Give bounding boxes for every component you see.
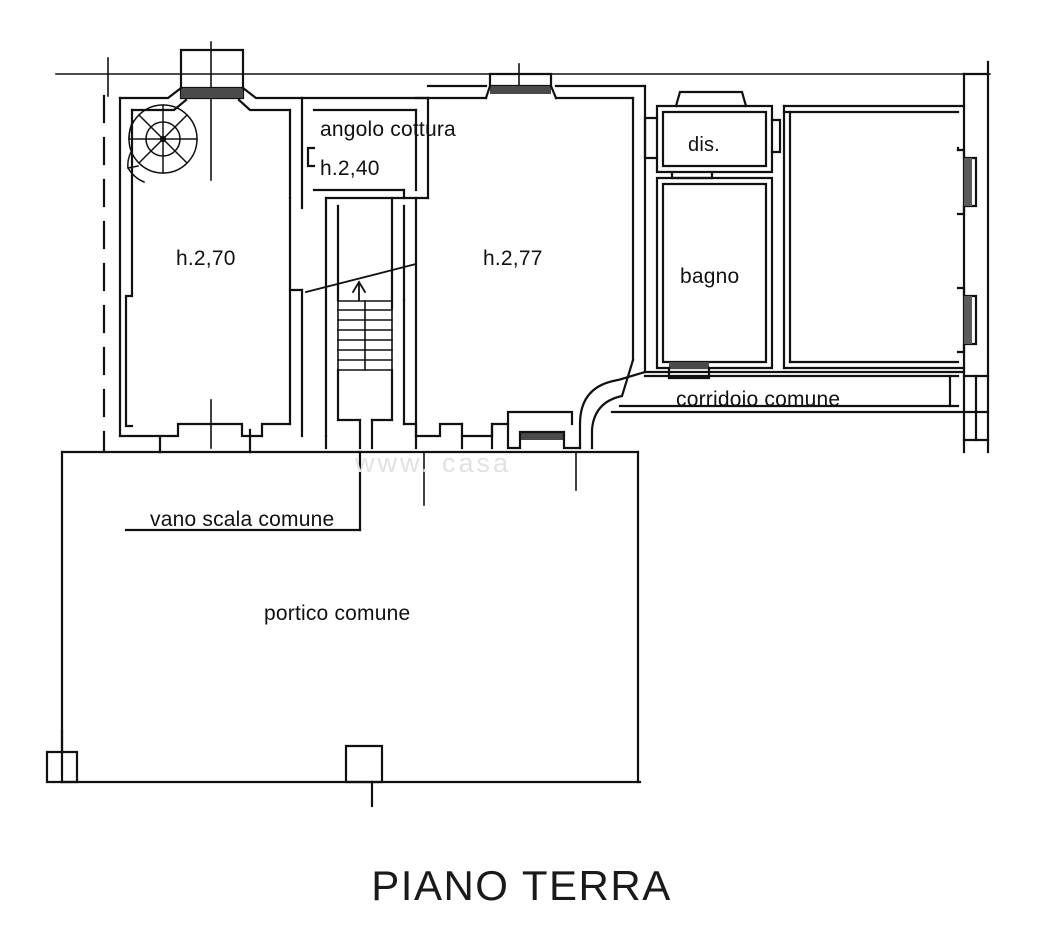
room-label-dis: dis.	[688, 134, 720, 156]
sheet-title: PIANO TERRA	[371, 862, 672, 909]
room-label-portico-comune: portico comune	[264, 602, 411, 625]
room-label-corridoio-comune: corridoio comune	[676, 388, 841, 411]
room-label-angolo-cottura: angolo cottura	[320, 118, 456, 141]
portico-walls	[60, 428, 642, 784]
room-label-vano-scala-comune: vano scala comune	[150, 508, 335, 531]
spiral-staircase-icon	[126, 104, 198, 183]
dimension-ticks	[210, 399, 577, 506]
room-label-h270: h.2,70	[176, 247, 236, 270]
top-window-projection-right	[484, 72, 558, 100]
main-room-walls	[402, 84, 647, 450]
room-label-angolo-cottura-height: h.2,40	[320, 157, 380, 180]
left-room-walls	[118, 86, 304, 438]
disimpegno-walls	[643, 90, 782, 174]
kitchenette-walls	[300, 96, 430, 200]
portico-pillars	[45, 728, 384, 808]
room-label-bagno: bagno	[680, 265, 740, 288]
room-label-h277: h.2,77	[483, 247, 543, 270]
adjacent-unit-walls	[782, 60, 990, 454]
internal-stairwell	[304, 196, 418, 450]
corridoio-comune-walls	[610, 370, 966, 414]
